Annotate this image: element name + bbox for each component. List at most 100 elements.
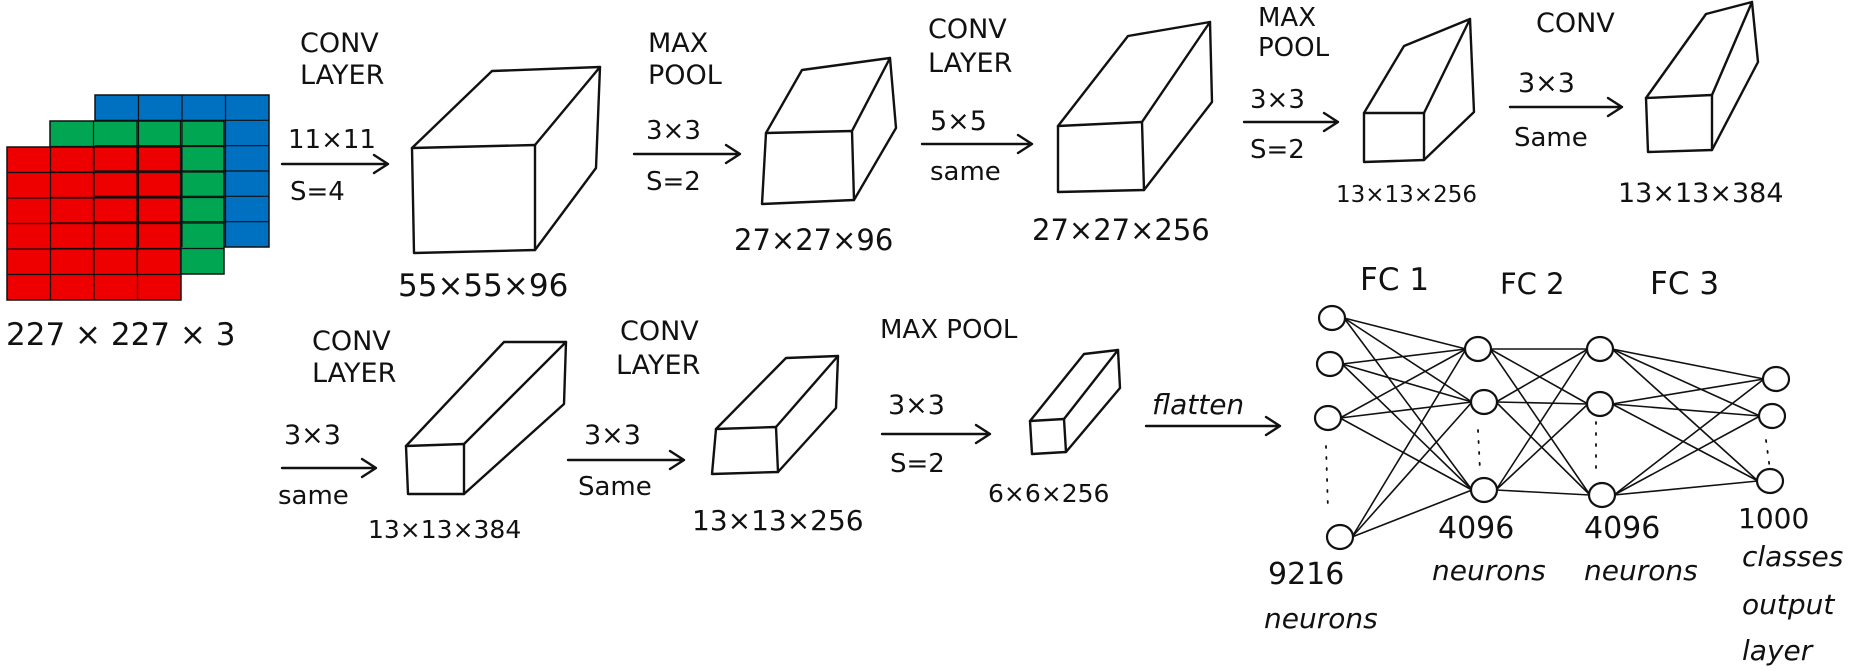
- pool2-title-line2: POOL: [1258, 33, 1330, 63]
- output-layer-count: 1000: [1738, 502, 1809, 535]
- input-layer-unit: neurons: [1264, 602, 1378, 635]
- conv5-pad-label: Same: [578, 472, 652, 502]
- pool1-size-label: 27×27×96: [734, 223, 893, 257]
- fc2-title: FC 2: [1500, 267, 1565, 301]
- fc-connection: [1611, 378, 1765, 405]
- pool3-title: MAX POOL: [880, 315, 1018, 345]
- fc-connection: [1341, 348, 1467, 365]
- output-neuron: [1755, 467, 1785, 495]
- pool1-arrow: [632, 143, 742, 165]
- pool3-size-label: 6×6×256: [988, 479, 1109, 508]
- conv3-size-label: 13×13×384: [1618, 178, 1784, 209]
- pool1-volume: [760, 56, 898, 206]
- fc1-layer-unit: neurons: [1432, 554, 1546, 587]
- conv4-size-label: 13×13×384: [368, 515, 521, 544]
- fc-connection: [1343, 317, 1473, 491]
- conv2-pad-label: same: [930, 157, 1001, 187]
- fc-connection: [1611, 348, 1761, 417]
- fc-connection: [1495, 401, 1589, 405]
- fc-connection: [1351, 348, 1467, 538]
- fc-connection: [1495, 348, 1589, 491]
- fc-neurons: [1313, 304, 1791, 551]
- fc1-neuron: [1469, 476, 1499, 504]
- conv2-size-label: 27×27×256: [1032, 213, 1210, 247]
- fc-connection: [1495, 489, 1591, 496]
- output-layer-l2: classes: [1742, 540, 1843, 573]
- fc-connection: [1495, 348, 1589, 403]
- conv1-arrow: [280, 153, 390, 175]
- fc2-layer-unit: neurons: [1584, 554, 1698, 587]
- pool2-stride-label: S=2: [1250, 135, 1305, 165]
- input-size-label: 227 × 227 × 3: [6, 317, 235, 353]
- pool1-kernel-label: 3×3: [646, 116, 701, 146]
- fc-connection: [1611, 348, 1759, 482]
- fc-connection: [1495, 403, 1589, 491]
- fc-connection: [1339, 417, 1473, 491]
- fc2-layer-count: 4096: [1584, 511, 1660, 546]
- conv1-title-line1: CONV: [300, 28, 379, 59]
- input-layer-count: 9216: [1268, 557, 1344, 592]
- fc-connection: [1339, 401, 1473, 419]
- conv4-pad-label: same: [278, 481, 349, 511]
- conv4-kernel-label: 3×3: [284, 420, 341, 451]
- fc-connection: [1611, 403, 1759, 482]
- conv3-pad-label: Same: [1514, 123, 1588, 153]
- flatten-label: flatten: [1152, 388, 1244, 421]
- fc3-title: FC 3: [1650, 266, 1719, 302]
- pool1-title-line2: POOL: [648, 60, 722, 91]
- conv1-title-line2: LAYER: [300, 60, 384, 91]
- fc-connection: [1339, 348, 1467, 419]
- conv5-arrow: [566, 449, 686, 471]
- fc-connection: [1613, 480, 1759, 496]
- conv4-arrow: [280, 457, 378, 479]
- conv5-size-label: 13×13×256: [692, 504, 864, 537]
- fc-connection: [1341, 363, 1473, 403]
- ellipsis-dots: [1325, 421, 1771, 511]
- fc-connection: [1351, 489, 1473, 538]
- fc1-neuron: [1463, 335, 1493, 363]
- fc-connection: [1351, 401, 1473, 538]
- conv5-volume: [710, 354, 840, 476]
- conv2-title-line1: CONV: [928, 14, 1007, 45]
- fc1-title: FC 1: [1360, 262, 1429, 298]
- conv2-title-line2: LAYER: [928, 48, 1012, 79]
- conv1-size-label: 55×55×96: [398, 268, 568, 304]
- pool3-arrow: [880, 423, 992, 445]
- conv1-kernel-label: 11×11: [288, 125, 376, 155]
- pool2-title-line1: MAX: [1258, 3, 1316, 33]
- conv4-title-line2: LAYER: [312, 358, 396, 389]
- conv2-volume: [1056, 20, 1214, 194]
- output-neuron: [1761, 365, 1791, 393]
- pool2-arrow: [1242, 111, 1340, 133]
- conv5-title-line1: CONV: [620, 316, 699, 347]
- input-neuron: [1313, 404, 1343, 432]
- conv2-arrow: [920, 133, 1034, 155]
- conv4-volume: [404, 340, 568, 496]
- input-grid-lines: [7, 95, 269, 300]
- conv5-kernel-label: 3×3: [584, 420, 641, 451]
- fc-connection: [1613, 378, 1765, 496]
- pool1-stride-label: S=2: [646, 167, 701, 197]
- conv4-title-line1: CONV: [312, 326, 391, 357]
- output-layer-l3: output: [1742, 588, 1835, 621]
- fc-connection: [1613, 415, 1761, 496]
- fc1-layer-count: 4096: [1438, 511, 1514, 546]
- conv3-title: CONV: [1536, 8, 1615, 39]
- fc-connection: [1341, 363, 1473, 491]
- conv2-kernel-label: 5×5: [930, 106, 987, 137]
- fc-connection: [1611, 348, 1765, 380]
- conv3-kernel-label: 3×3: [1518, 68, 1575, 99]
- fc1-neuron: [1469, 388, 1499, 416]
- pool3-volume: [1028, 348, 1122, 456]
- conv1-volume: [410, 65, 602, 255]
- pool3-kernel-label: 3×3: [888, 390, 945, 421]
- output-layer-l4: layer: [1742, 634, 1814, 667]
- conv3-arrow: [1508, 96, 1624, 118]
- pool2-kernel-label: 3×3: [1250, 85, 1305, 115]
- pool2-volume: [1362, 17, 1476, 164]
- fc-connection: [1495, 401, 1591, 496]
- fc2-neuron: [1585, 335, 1615, 363]
- pool3-stride-label: S=2: [890, 449, 945, 479]
- pool1-title-line1: MAX: [648, 28, 708, 59]
